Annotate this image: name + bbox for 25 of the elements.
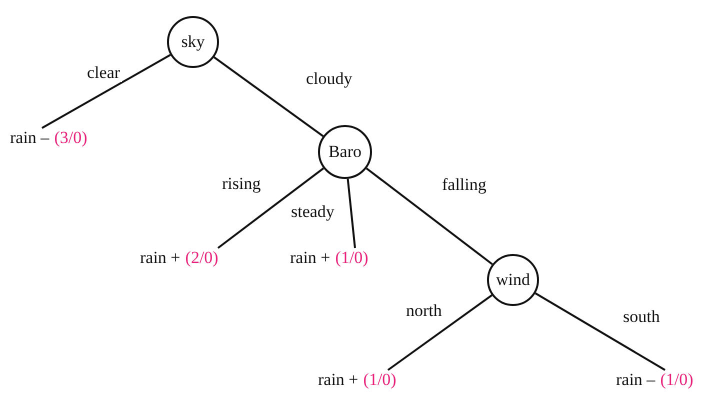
leaf-class-label: rain – (616, 370, 656, 390)
leaf-count-label: (1/0) (335, 248, 368, 268)
decision-node-circle: Baro (318, 125, 372, 179)
leaf-class-label: rain + (318, 370, 358, 390)
edge-label: clear (85, 64, 122, 82)
edge-label: steady (289, 203, 336, 221)
leaf-class-label: rain – (10, 128, 50, 148)
decision-node-circle: sky (167, 16, 219, 68)
tree-branch-line (387, 294, 492, 371)
tree-branch-line (217, 167, 324, 249)
edge-label: rising (220, 175, 263, 193)
decision-node-circle: wind (487, 254, 539, 306)
leaf-count-label: (3/0) (54, 128, 88, 148)
tree-branch-line (346, 178, 356, 248)
leaf-class-label: rain + (140, 248, 180, 268)
tree-branch-line (534, 292, 666, 371)
leaf-count-label: (1/0) (660, 370, 694, 390)
tree-branch-line (42, 54, 171, 129)
leaf-class-label: rain + (290, 248, 330, 268)
leaf-count-label: (1/0) (363, 370, 396, 390)
tree-branch-line (213, 56, 324, 137)
edge-label: falling (440, 176, 488, 194)
edge-label: cloudy (304, 70, 354, 88)
leaf-count-label: (2/0) (185, 248, 218, 268)
tree-branch-line (366, 168, 493, 266)
